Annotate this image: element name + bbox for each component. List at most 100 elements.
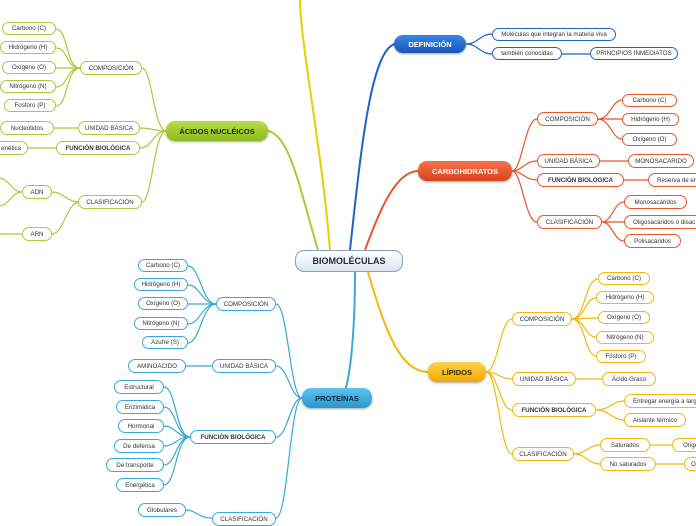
acidos-node[interactable]: ÁCIDOS NUCLÉICOS <box>166 121 268 141</box>
proteinas-unidad[interactable]: UNIDAD BÁSICA <box>212 359 276 373</box>
definicion-also-value[interactable]: PRINCIPIOS INMEDIATOS <box>590 47 678 60</box>
lipidos-clas-item[interactable]: Saturados <box>600 438 650 452</box>
carbohidratos-clas-item[interactable]: Oligosacáridos o disac <box>624 215 696 229</box>
proteinas-comp-item[interactable]: Nitrógeno (N) <box>134 317 188 330</box>
carbohidratos-clas-item[interactable]: Monosacáridos <box>624 195 687 209</box>
lipidos-comp-item[interactable]: Oxígeno (O) <box>598 311 650 324</box>
link-car-uni <box>511 160 538 172</box>
acidos-composicion[interactable]: COMPOSICIÓN <box>80 61 142 75</box>
link-lip-l2 <box>573 453 601 465</box>
link-lip-f1 <box>595 400 625 411</box>
link-aci-adn-2 <box>0 191 23 207</box>
carbohidratos-funcion-value[interactable]: Reserva de en <box>648 173 696 187</box>
carbohidratos-funcion[interactable]: FUNCIÓN BIOLOGICA <box>537 173 624 187</box>
lipidos-clas-item[interactable]: No saturados <box>600 457 656 471</box>
link-def-2 <box>465 43 493 55</box>
link-aci-comp <box>141 67 167 132</box>
proteinas-unidad-value[interactable]: AMINOACIDO <box>128 359 186 373</box>
proteinas-funcion-item[interactable]: De transporte <box>106 458 164 472</box>
link-lip-comp <box>485 318 513 373</box>
proteinas-clasificacion[interactable]: CLASIFICACIÓN <box>212 512 276 526</box>
definicion-text[interactable]: Moléculas que integran la materia viva <box>492 28 616 41</box>
lipidos-funcion-item[interactable]: Entregar energía a larg <box>624 394 696 408</box>
acidos-comp-item[interactable]: Hidrógeno (H) <box>0 41 56 54</box>
proteinas-composicion[interactable]: COMPOSICIÓN <box>216 297 276 311</box>
carbohidratos-unidad[interactable]: UNIDAD BÁSICA <box>537 154 600 168</box>
lipidos-funcion[interactable]: FUNCIÓN BIOLÓGICA <box>512 403 596 417</box>
definicion-also[interactable]: también conocidas <box>492 47 562 60</box>
link-root-lipidos <box>367 271 429 373</box>
lipidos-clasificacion[interactable]: CLASIFICACIÓN <box>512 447 574 461</box>
root-node[interactable]: BIOMOLÉCULAS <box>295 250 403 272</box>
link-pro-c1 <box>187 265 217 305</box>
proteinas-comp-item[interactable]: Hidrógeno (H) <box>134 278 188 291</box>
link-aci-l2 <box>51 201 81 235</box>
lipidos-unidad-value[interactable]: Ácido Graso <box>602 372 656 386</box>
acidos-comp-item[interactable]: Oxígeno (O) <box>2 61 56 74</box>
link-lip-l1 <box>573 444 601 455</box>
acidos-comp-item[interactable]: Nitrógeno (N) <box>0 80 56 93</box>
link-lip-c1 <box>571 278 599 320</box>
lipidos-node[interactable]: LÍPIDOS <box>428 362 486 382</box>
proteinas-comp-item[interactable]: Oxígeno (O) <box>138 297 188 310</box>
acidos-comp-item[interactable]: Fosforo (P) <box>4 99 56 112</box>
link-pro-f2 <box>163 406 191 438</box>
proteinas-funcion-item[interactable]: Hormonal <box>118 419 164 433</box>
link-root-acidos <box>267 130 319 251</box>
link-pro-uni <box>275 365 303 399</box>
proteinas-node[interactable]: PROTEÍNAS <box>302 388 372 408</box>
link-aci-cla <box>141 130 167 203</box>
lipidos-unidad[interactable]: UNIDAD BÁSICA <box>512 372 576 386</box>
lipidos-funcion-item[interactable]: Aislante térmico <box>624 413 686 427</box>
carbohidratos-comp-item[interactable]: Carbono (C) <box>622 94 677 107</box>
lipidos-comp-item[interactable]: Hidrógeno (H) <box>596 291 654 304</box>
link-lip-c5 <box>571 318 597 357</box>
acidos-clas-item[interactable]: ADN <box>22 185 52 199</box>
carbohidratos-clasificacion[interactable]: CLASIFICACIÓN <box>537 215 602 229</box>
lipidos-comp-item[interactable]: Carbono (C) <box>598 272 650 285</box>
acidos-funcion[interactable]: FUNCIÓN BIOLÓGICA <box>56 141 140 155</box>
carbohidratos-clas-item[interactable]: Polisacáridos <box>624 234 681 248</box>
carbohidratos-unidad-value[interactable]: MONOSACARIDO <box>628 154 694 168</box>
proteinas-funcion-item[interactable]: Energética <box>116 478 164 492</box>
link-car-fun <box>511 170 538 181</box>
link-lip-c3 <box>571 317 599 320</box>
link-lip-fun <box>485 371 513 411</box>
lipidos-comp-item[interactable]: Fósforo (P) <box>596 350 646 363</box>
carbohidratos-comp-item[interactable]: Oxígeno (O) <box>622 133 677 146</box>
link-lip-f2 <box>595 409 625 421</box>
link-pro-f6 <box>163 436 191 486</box>
acidos-clasificacion[interactable]: CLASIFICACIÓN <box>78 195 142 209</box>
proteinas-clas-item[interactable]: Globulares <box>138 503 186 517</box>
link-def-1 <box>465 33 493 45</box>
link-aci-l1 <box>51 191 81 203</box>
definicion-node[interactable]: DEFINICIÓN <box>394 35 466 53</box>
acidos-comp-item[interactable]: Carbono (C) <box>2 22 56 35</box>
acidos-clas-item[interactable]: ARN <box>22 227 52 241</box>
proteinas-comp-item[interactable]: Carbono (C) <box>138 259 188 272</box>
lipidos-composicion[interactable]: COMPOSICIÓN <box>512 312 572 326</box>
acidos-funcion-value[interactable]: enética <box>0 141 28 155</box>
link-root-carbohidratos <box>364 170 419 251</box>
acidos-unidad[interactable]: UNIDAD BÁSICA <box>78 121 140 135</box>
proteinas-comp-item[interactable]: Azufre (S) <box>142 336 188 349</box>
link-car-c1 <box>597 99 623 120</box>
lipidos-clas-sub[interactable]: O <box>684 457 696 471</box>
proteinas-funcion[interactable]: FUNCIÓN BIOLÓGICA <box>190 430 276 444</box>
link-pro-l1 <box>185 509 213 519</box>
link-root-definicion <box>349 43 396 251</box>
lipidos-clas-sub[interactable]: Orige <box>672 438 696 452</box>
link-pro-f1 <box>163 386 191 438</box>
lipidos-comp-item[interactable]: Nitrógeno (N) <box>596 331 654 344</box>
acidos-unidad-value[interactable]: Nucleotidos <box>0 121 54 135</box>
link-root-top-yellow <box>299 0 331 251</box>
carbohidratos-node[interactable]: CARBOHIDRATOS <box>418 161 512 181</box>
proteinas-funcion-item[interactable]: Estructural <box>114 380 164 394</box>
carbohidratos-comp-item[interactable]: Hidrógeno (H) <box>622 113 679 126</box>
link-pro-fun <box>275 397 303 438</box>
link-lip-cla <box>485 371 513 455</box>
carbohidratos-composicion[interactable]: COMPOSICIÓN <box>537 112 598 126</box>
proteinas-funcion-item[interactable]: De defensa <box>114 439 164 453</box>
proteinas-funcion-item[interactable]: Enzimática <box>116 400 164 414</box>
